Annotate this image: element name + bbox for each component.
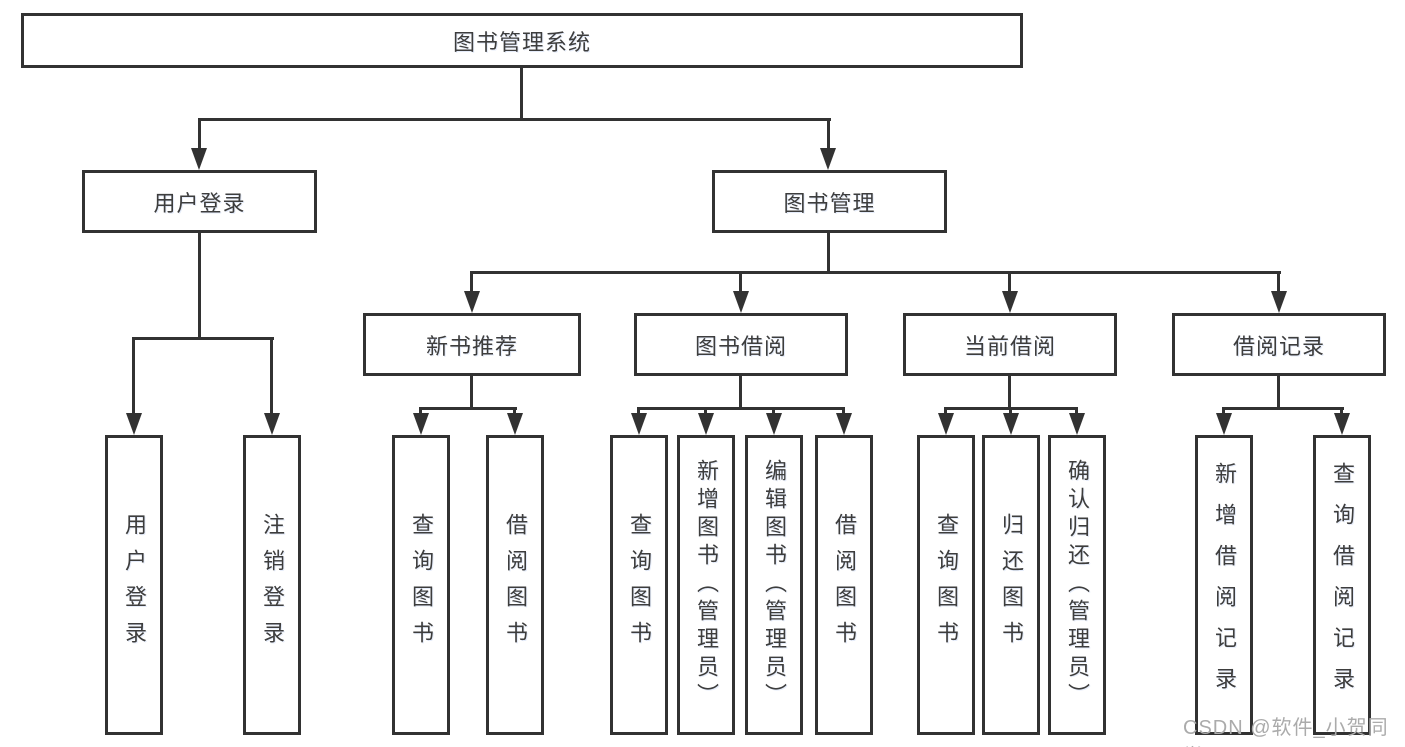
leaf-cb-confirm-return: 确认归还（管理员）	[1048, 435, 1106, 735]
arrowhead-leaf-user-login	[126, 413, 142, 435]
edge-bb-vline	[739, 376, 742, 407]
edge-br-drop2	[1340, 407, 1343, 415]
node-book-mgmt-label: 图书管理	[783, 190, 876, 216]
arrowhead-new-book-rec	[464, 291, 480, 313]
arrowhead-br-query	[1334, 413, 1350, 435]
edge-br-hline	[1222, 407, 1344, 410]
leaf-nbr-query-books-label: 查询图书	[409, 513, 434, 657]
arrowhead-bb-add	[698, 413, 714, 435]
edge-bookmgmt-drop2	[739, 271, 742, 295]
leaf-bb-edit-books: 编辑图书（管理员）	[745, 435, 803, 735]
node-book-borrow: 图书借阅	[634, 313, 848, 376]
arrowhead-bb-edit	[766, 413, 782, 435]
arrowhead-cb-return	[1003, 413, 1019, 435]
edge-root-hline	[198, 118, 831, 121]
leaf-cb-query-books-label: 查询图书	[934, 513, 959, 657]
node-user-login-label: 用户登录	[153, 190, 246, 216]
arrowhead-cb-confirm	[1069, 413, 1085, 435]
edge-root-drop-right	[827, 118, 830, 150]
leaf-br-query-record: 查询借阅记录	[1313, 435, 1371, 735]
node-borrow-records: 借阅记录	[1172, 313, 1386, 376]
arrowhead-leaf-logout	[264, 413, 280, 435]
leaf-bb-query-books: 查询图书	[610, 435, 668, 735]
node-book-mgmt: 图书管理	[712, 170, 947, 233]
edge-bookmgmt-vline	[827, 233, 830, 271]
arrowhead-book-mgmt	[820, 148, 836, 170]
leaf-br-add-record-label: 新增借阅记录	[1212, 462, 1237, 708]
leaf-br-query-record-label: 查询借阅记录	[1330, 462, 1355, 708]
leaf-br-add-record: 新增借阅记录	[1195, 435, 1253, 735]
edge-cb-drop1	[944, 407, 947, 415]
arrowhead-borrow-records	[1271, 291, 1287, 313]
node-new-book-rec-label: 新书推荐	[425, 333, 518, 359]
node-current-borrow: 当前借阅	[903, 313, 1117, 376]
edge-nbr-drop1	[419, 407, 422, 415]
edge-root-drop-left	[198, 118, 201, 150]
edge-bookmgmt-drop4	[1277, 271, 1280, 295]
edge-br-drop1	[1222, 407, 1225, 415]
edge-nbr-vline	[470, 376, 473, 407]
edge-userlogin-hline	[133, 337, 274, 340]
arrowhead-book-borrow	[733, 291, 749, 313]
leaf-cb-return-books-label: 归还图书	[999, 513, 1024, 657]
arrowhead-user-login	[191, 148, 207, 170]
edge-bookmgmt-drop3	[1008, 271, 1011, 295]
edge-bookmgmt-drop1	[470, 271, 473, 295]
leaf-logout-label: 注销登录	[260, 513, 285, 657]
leaf-bb-add-books: 新增图书（管理员）	[677, 435, 735, 735]
leaf-cb-return-books: 归还图书	[982, 435, 1040, 735]
edge-bb-hline	[637, 407, 845, 410]
leaf-user-login-label: 用户登录	[122, 513, 147, 657]
node-borrow-records-label: 借阅记录	[1232, 333, 1325, 359]
arrowhead-nbr-borrow	[507, 413, 523, 435]
edge-cb-vline	[1008, 376, 1011, 407]
arrowhead-nbr-query	[413, 413, 429, 435]
leaf-nbr-query-books: 查询图书	[392, 435, 450, 735]
edge-nbr-hline	[419, 407, 517, 410]
edge-userlogin-vline	[198, 233, 201, 337]
leaf-cb-query-books: 查询图书	[917, 435, 975, 735]
arrowhead-current-borrow	[1002, 291, 1018, 313]
edge-cb-drop3	[1075, 407, 1078, 415]
leaf-bb-add-books-label: 新增图书（管理员）	[694, 459, 719, 711]
edge-userlogin-drop1	[132, 337, 135, 415]
edge-bookmgmt-hline	[471, 271, 1281, 274]
edge-userlogin-drop2	[270, 337, 273, 415]
edge-bb-drop3	[772, 407, 775, 415]
leaf-bb-borrow-books-label: 借阅图书	[832, 513, 857, 657]
leaf-user-login: 用户登录	[105, 435, 163, 735]
node-book-borrow-label: 图书借阅	[694, 333, 787, 359]
leaf-bb-query-books-label: 查询图书	[627, 513, 652, 657]
leaf-nbr-borrow-books: 借阅图书	[486, 435, 544, 735]
edge-cb-drop2	[1009, 407, 1012, 415]
arrowhead-cb-query	[938, 413, 954, 435]
edge-bb-drop1	[637, 407, 640, 415]
node-new-book-rec: 新书推荐	[363, 313, 581, 376]
node-user-login: 用户登录	[82, 170, 317, 233]
csdn-watermark: CSDN @软件_小贺同学	[1183, 717, 1389, 747]
arrowhead-bb-borrow	[836, 413, 852, 435]
leaf-cb-confirm-return-label: 确认归还（管理员）	[1065, 459, 1090, 711]
leaf-bb-edit-books-label: 编辑图书（管理员）	[762, 459, 787, 711]
edge-nbr-drop2	[513, 407, 516, 415]
leaf-bb-borrow-books: 借阅图书	[815, 435, 873, 735]
leaf-logout: 注销登录	[243, 435, 301, 735]
edge-br-vline	[1277, 376, 1280, 407]
edge-root-vline	[520, 68, 523, 118]
node-root: 图书管理系统	[21, 13, 1023, 68]
node-current-borrow-label: 当前借阅	[963, 333, 1056, 359]
arrowhead-br-add	[1216, 413, 1232, 435]
node-root-label: 图书管理系统	[452, 29, 591, 55]
edge-bb-drop4	[842, 407, 845, 415]
edge-bb-drop2	[704, 407, 707, 415]
arrowhead-bb-query	[631, 413, 647, 435]
leaf-nbr-borrow-books-label: 借阅图书	[503, 513, 528, 657]
